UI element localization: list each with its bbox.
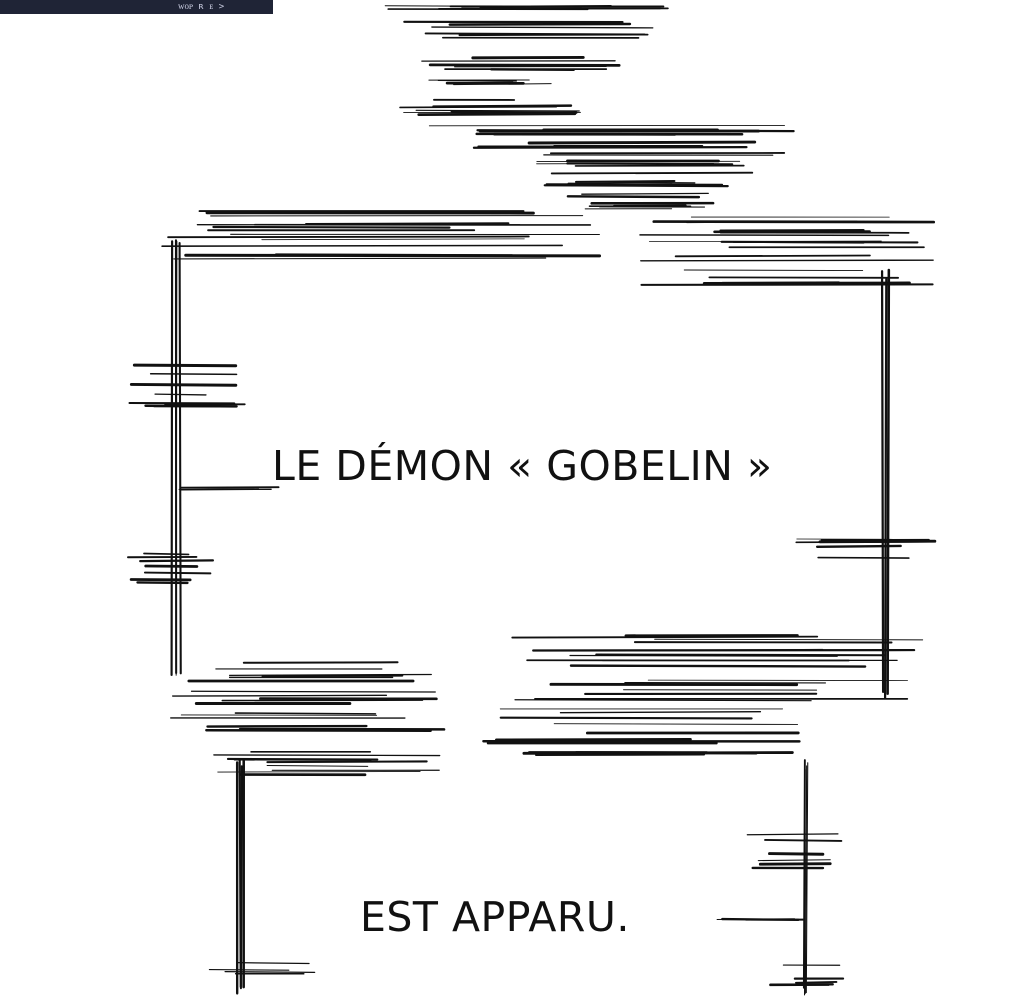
frame-lower-middle-streak [575,751,709,753]
frame-left-glitch [178,488,260,490]
lower-right-leg [805,762,809,994]
crack-streak [417,112,577,116]
frame-right-glitch [815,544,902,548]
lower-left-leg [239,765,243,990]
frame-left-edge [178,242,182,675]
frame-bottom-right-streak [654,638,924,641]
frame-lower-left-streak [217,771,421,773]
frame-top-left-streak [261,238,525,241]
frame-top-left-streak [184,253,602,258]
frame-bottom-left-streak [172,694,388,697]
crack-streak [384,5,582,8]
crack-streak [567,182,673,186]
crack-streak [472,145,748,149]
frame-top-left-streak [161,244,563,247]
lower-right-leg-glitch [721,917,800,922]
crack-streak [550,171,754,175]
frame-top-right-streak [640,259,934,262]
frame-top-right-streak [683,269,864,272]
lower-left-leg-glitch [224,970,316,974]
crack-streak [581,192,709,195]
frame-bottom-left-streak [190,690,436,693]
frame-right-edge [883,278,888,699]
lower-right-leg-glitch [795,981,838,984]
lower-left-leg-glitch [236,962,310,965]
frame-top-left-streak [275,253,513,256]
frame-lower-left-streak [266,764,369,767]
previous-panel-text: ᴡᴏᴘ ʀ ᴇ > [178,2,225,12]
crack-streak [415,109,580,112]
frame-bottom-right-streak [514,699,812,702]
frame-bottom-right-streak [650,648,824,652]
lower-right-leg-glitch [757,859,831,862]
frame-left-glitch [149,372,238,376]
lower-right-leg-glitch [746,833,839,836]
frame-left-glitch [132,363,238,368]
frame-top-right-streak [674,254,871,258]
frame-left-glitch [129,382,238,387]
frame-lower-left-streak [213,754,441,757]
caption-demon-name: LE DÉMON « GOBELIN » [272,442,773,490]
frame-top-left-streak [212,225,451,229]
frame-left-glitch [143,552,190,556]
lower-right-leg-glitch [764,839,843,842]
frame-bottom-right-streak [511,635,819,639]
frame-left-glitch [139,559,215,563]
frame-right-glitch [818,539,937,544]
frame-lower-middle-streak [553,723,799,725]
caption-appeared: EST APPARU. [360,893,630,941]
lower-left-leg-glitch [208,969,290,971]
frame-lower-left-streak [206,724,368,728]
frame-left-glitch [143,571,212,575]
frame-bottom-right-streak [647,679,908,682]
frame-top-right-streak [640,283,934,286]
crack-streak [543,184,729,188]
frame-bottom-left-streak [228,673,432,677]
frame-left-glitch [144,404,238,408]
crack-streak [431,26,654,29]
lower-right-leg-glitch [758,862,832,866]
crack-streak [575,181,696,184]
crack-streak [428,63,621,67]
frame-top-left-streak [167,235,530,239]
frame-bottom-left-streak [221,699,424,702]
frame-bottom-right-streak [569,654,838,657]
frame-right-edge [886,271,890,693]
frame-top-right-streak [702,281,911,285]
frame-top-left-streak [173,257,547,260]
frame-top-left-streak [304,222,510,226]
frame-right-edge [880,270,885,694]
frame-left-edge [170,240,174,677]
frame-left-glitch [144,564,199,568]
frame-lower-left-streak [266,760,428,764]
frame-lower-middle-streak [499,716,753,720]
crack-streak [432,104,573,108]
frame-bottom-right-streak [569,664,867,668]
crack-streak [453,83,552,86]
lower-right-leg [803,769,806,996]
frame-top-right-streak [720,240,919,244]
frame-lower-middle-streak [495,738,692,742]
crack-streak [448,22,632,26]
crack-streak [566,195,701,199]
frame-left-glitch [154,393,207,396]
frame-bottom-left-streak [242,661,399,664]
crack-streak [437,79,517,82]
frame-right-glitch [817,556,910,559]
crack-streak [527,140,757,145]
frame-bottom-left-streak [261,674,404,678]
frame-bottom-left-streak [234,712,377,715]
frame-lower-left-streak [226,757,379,761]
lower-right-leg-glitch [768,852,825,856]
previous-panel-fragment: ᴡᴏᴘ ʀ ᴇ > [0,0,273,14]
frame-top-right-streak [648,240,882,243]
frame-bottom-right-streak [595,653,886,657]
crack-streak [458,33,649,37]
frame-lower-middle-streak [559,711,762,714]
lower-right-leg [804,765,808,994]
